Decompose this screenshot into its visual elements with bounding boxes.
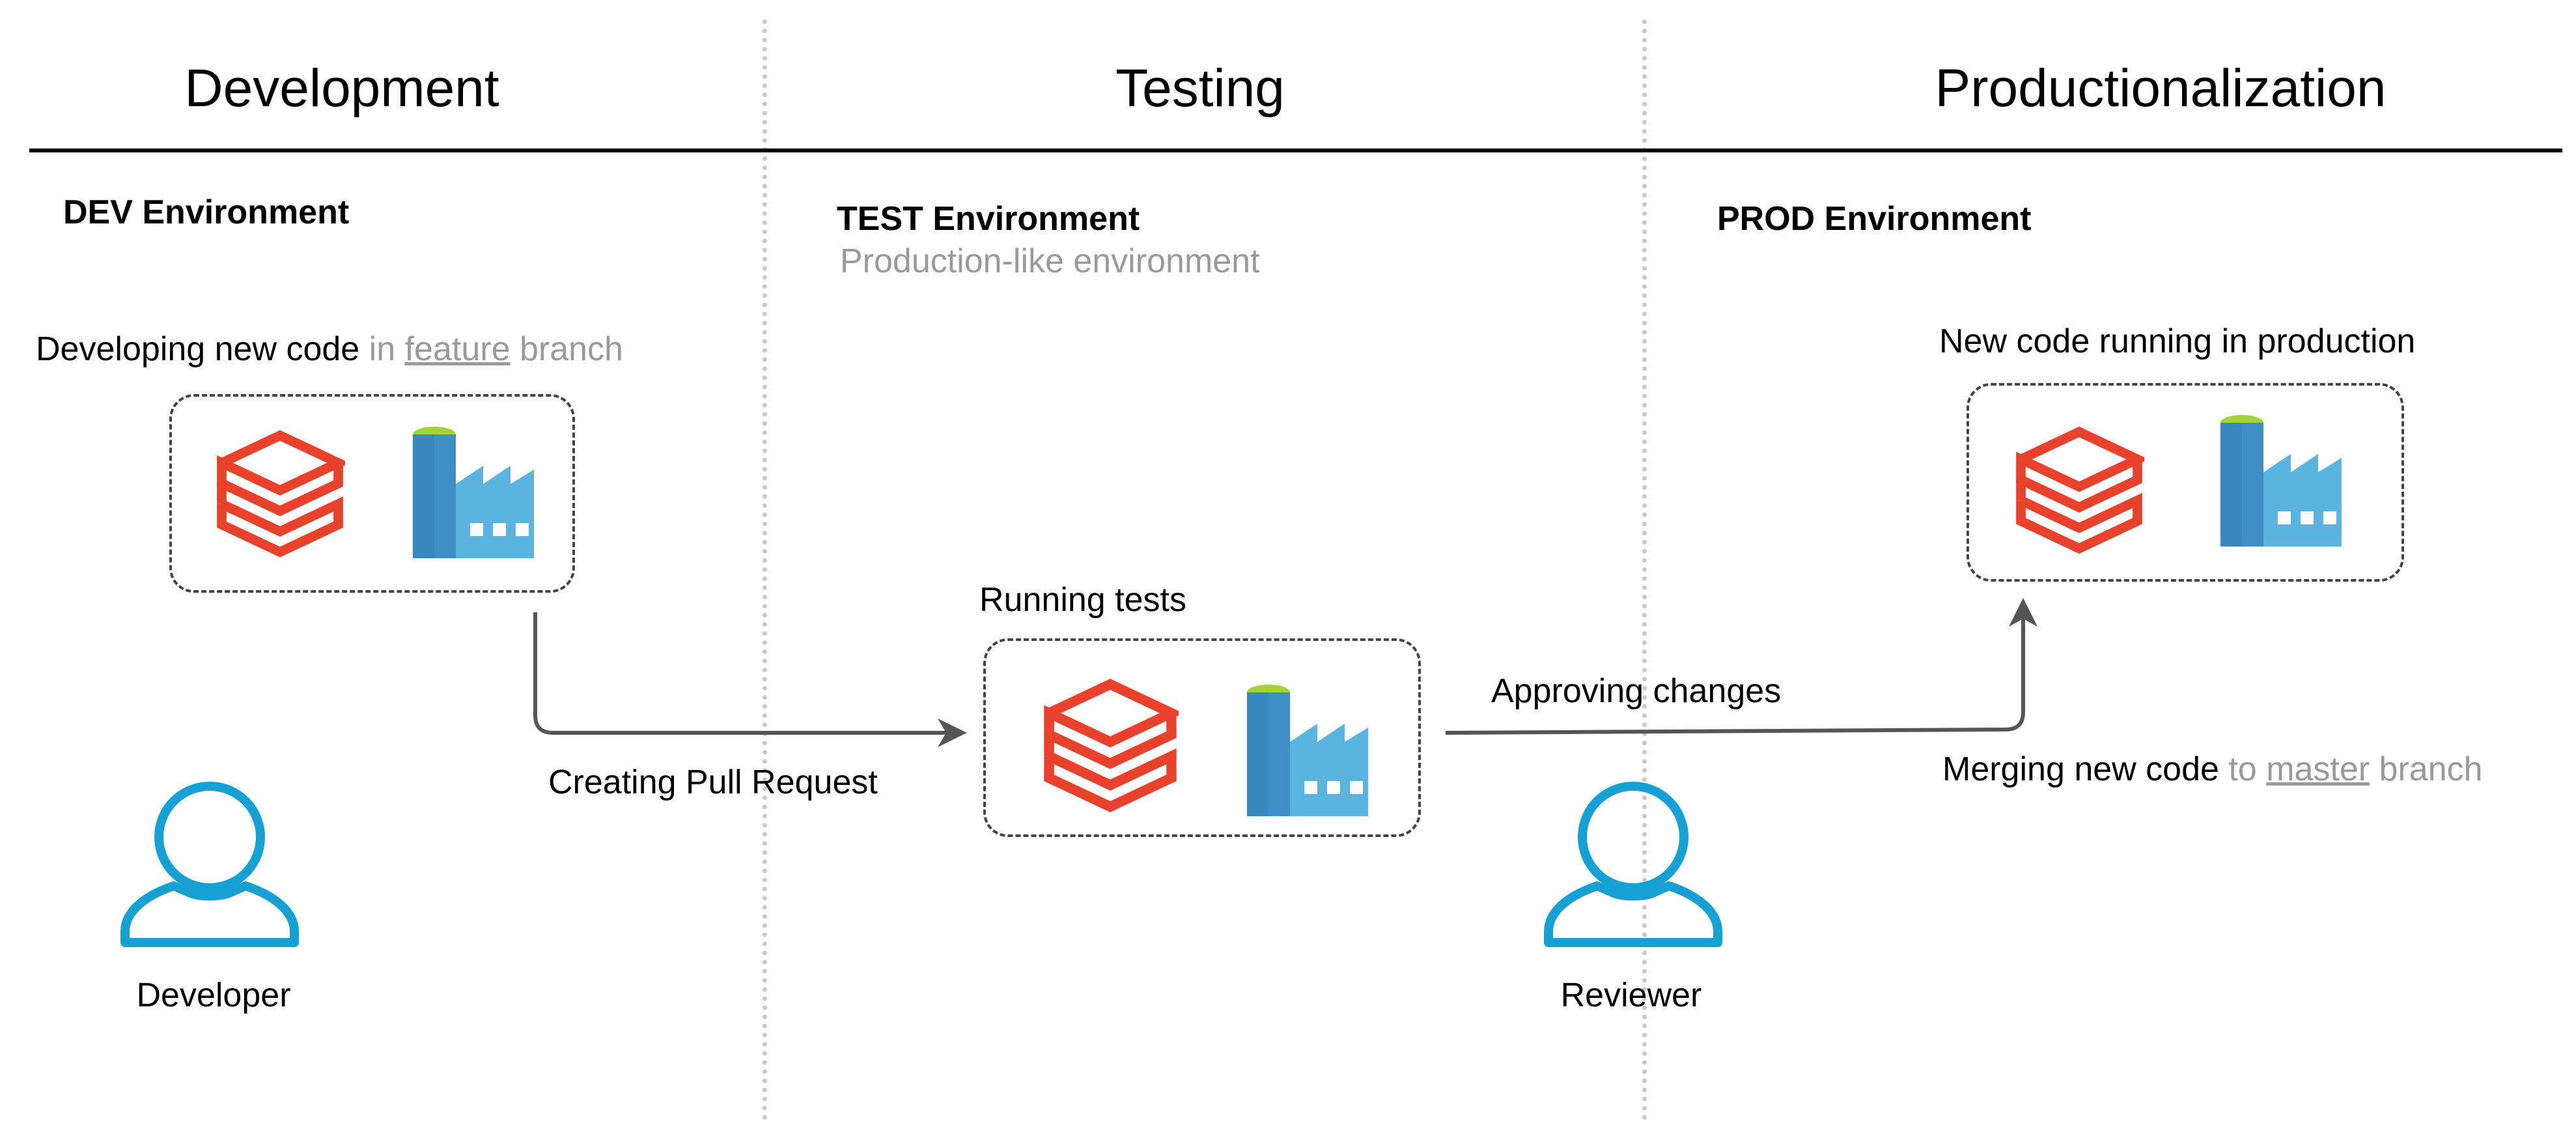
developer-label: Developer	[136, 976, 291, 1014]
dev-stage-caption: Developing new code in feature branch	[36, 332, 623, 366]
merge-caption-main: Merging new code	[1942, 750, 2219, 788]
prod-stage-caption: New code running in production	[1939, 322, 2416, 360]
approval-arrowhead	[2009, 598, 2037, 627]
reviewer-label: Reviewer	[1560, 976, 1702, 1014]
test-stage-caption: Running tests	[979, 581, 1186, 619]
dev-caption-main: Developing new code	[36, 330, 360, 368]
prod-environment-title: PROD Environment	[1717, 200, 2032, 238]
test-environment-subtitle: Production-like environment	[840, 242, 1260, 280]
column-divider-1	[763, 20, 767, 1120]
column-title-testing: Testing	[1115, 59, 1285, 118]
approving-changes-label: Approving changes	[1491, 672, 1782, 710]
dev-environment-box	[169, 394, 575, 593]
feature-branch-name: feature	[404, 330, 511, 368]
column-title-development: Development	[184, 59, 499, 118]
test-environment-box	[983, 638, 1421, 837]
dev-environment-title: DEV Environment	[63, 193, 350, 231]
approval-arrow	[1445, 616, 2025, 735]
prod-environment-box	[1967, 383, 2404, 582]
master-branch-name: master	[2266, 750, 2370, 788]
merge-caption: Merging new code to master branch	[1942, 752, 2483, 786]
header-rule	[29, 149, 2562, 152]
column-title-production: Productionalization	[1935, 59, 2387, 118]
dev-caption-branch: branch	[510, 330, 623, 368]
merge-caption-branch: branch	[2370, 750, 2483, 788]
pull-request-arrow	[533, 612, 957, 735]
dev-caption-in: in	[359, 330, 405, 368]
merge-caption-to: to	[2219, 750, 2267, 788]
column-divider-2	[1642, 20, 1647, 1120]
pull-request-label: Creating Pull Request	[548, 763, 878, 801]
test-environment-title: TEST Environment	[837, 200, 1140, 238]
pull-request-arrowhead	[938, 718, 967, 747]
